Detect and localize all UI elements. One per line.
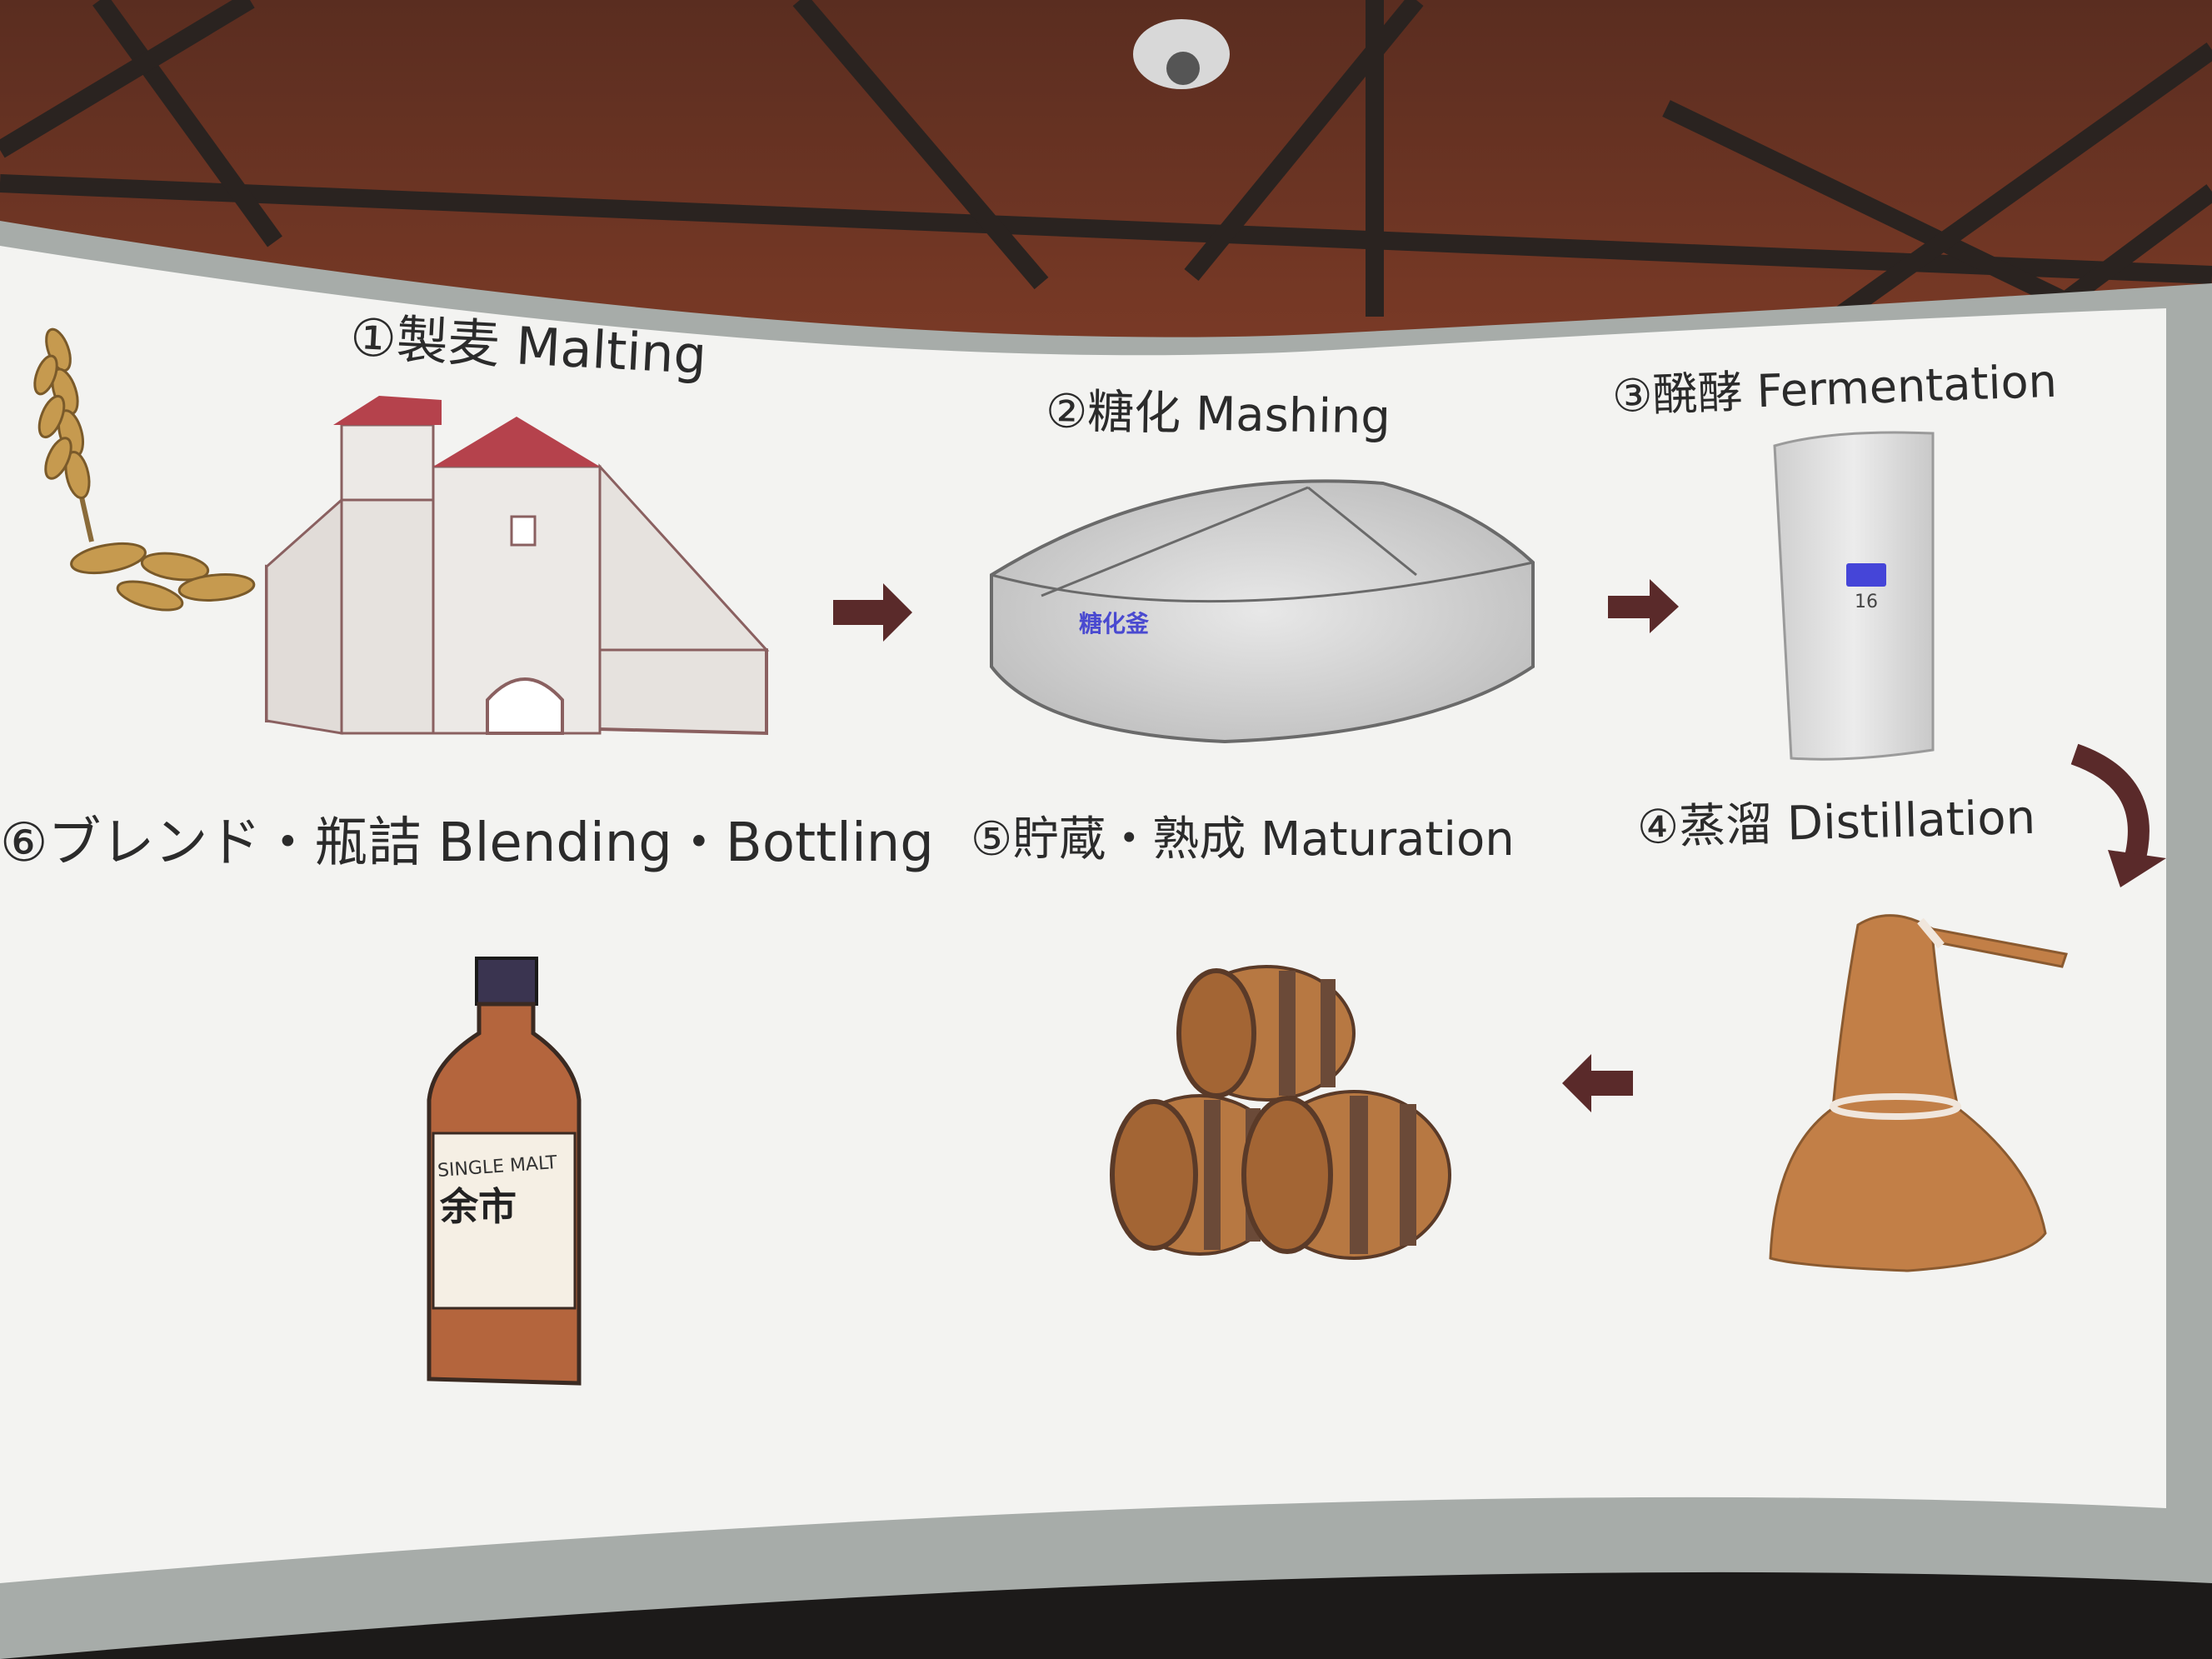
arrow-distillation-maturation [1562,1054,1633,1112]
whisky-bottle-icon [427,957,582,1386]
arrow-malting-mashing [833,583,912,642]
malting-house-icon [265,396,770,736]
ceiling-light [1133,19,1230,89]
mash-tun-label: 糖化釜 [1079,610,1150,637]
arrow-mashing-fermentation [1608,579,1679,633]
arrow-fermentation-distillation [2070,743,2150,870]
barrels-icon [1110,965,1451,1260]
mash-tun-icon [990,479,1535,744]
tank-number: 16 [1855,592,1878,612]
bottle-name: 余市 [440,1184,517,1229]
fermentation-tank-icon [1773,431,1935,761]
ceiling-beams [0,0,2212,358]
flow-arrows [833,579,2166,1112]
step-distillation-label: ④蒸溜 Distillation [1636,790,2036,856]
pot-still-icon [1769,914,2068,1272]
wheat-icon [33,327,256,612]
step-bottling-label: ⑥ブレンド・瓶詰 Blending・Bottling [0,812,934,874]
step-mashing-label: ②糖化 Mashing [1045,384,1391,445]
step-maturation-label: ⑤貯蔵・熟成 Maturation [971,812,1515,867]
